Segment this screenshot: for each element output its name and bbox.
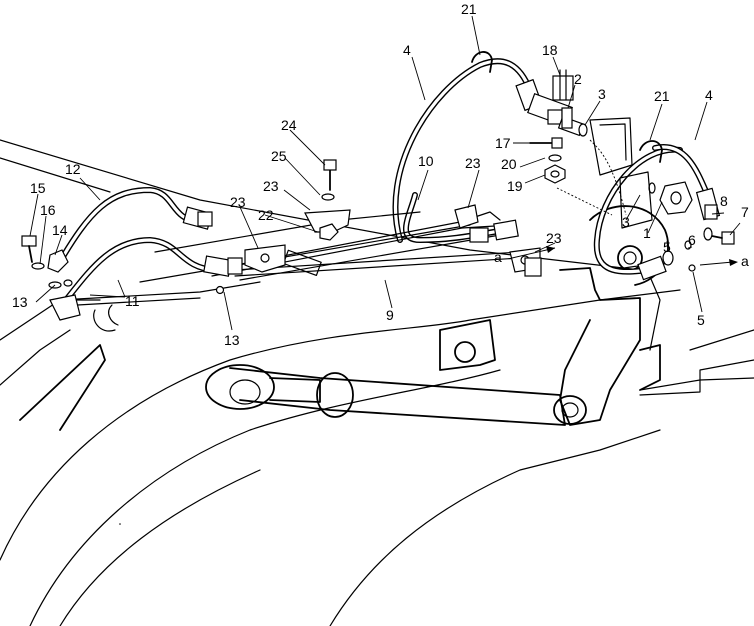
callout-23: 23 [230,194,246,210]
hose-12 [55,186,203,268]
callout-4: 4 [705,87,713,103]
tube-long-lower [59,249,322,307]
callout-16: 16 [40,202,56,218]
callout-17: 17 [495,135,511,151]
callout-13: 13 [12,294,28,310]
callout-2: 2 [574,71,582,87]
callout-18: 18 [542,42,558,58]
hydraulic-cylinder [205,364,587,426]
callout-21: 21 [461,1,477,17]
callout-23: 23 [263,178,279,194]
callout-4: 4 [403,42,411,58]
callout-7: 7 [741,204,749,220]
callout-23: 23 [546,230,562,246]
fittings [21,51,735,321]
callout-12: 12 [65,161,81,177]
callout-1: 1 [643,225,651,241]
callout-labels: 21 18 2 3 4 21 4 17 20 19 24 25 10 23 23… [12,1,749,348]
registration-dot [119,523,121,525]
callout-20: 20 [501,156,517,172]
callout-a: a [494,249,502,265]
callout-3: 3 [598,86,606,102]
boom-structure [0,117,754,626]
callout-19: 19 [507,178,523,194]
callout-23: 23 [465,155,481,171]
callout-3: 3 [622,214,630,230]
hose-4-upper-loop [392,58,533,243]
callout-11: 11 [125,293,140,309]
callout-15: 15 [30,180,46,196]
hose-4-right-loop [593,143,715,275]
reference-arrows [546,246,738,266]
callout-8: 8 [720,193,728,209]
callout-5: 5 [697,312,705,328]
callout-9: 9 [386,307,394,323]
callout-10: 10 [418,153,434,169]
hose-11 [59,236,218,308]
callout-a: a [741,253,749,269]
callout-25: 25 [271,148,287,164]
callout-24: 24 [281,117,297,133]
leader-lines [29,15,741,331]
callout-5: 5 [663,239,671,255]
callout-14: 14 [52,222,68,238]
callout-22: 22 [258,207,274,223]
callout-6: 6 [688,232,696,248]
callout-13: 13 [224,332,240,348]
callout-21: 21 [654,88,670,104]
